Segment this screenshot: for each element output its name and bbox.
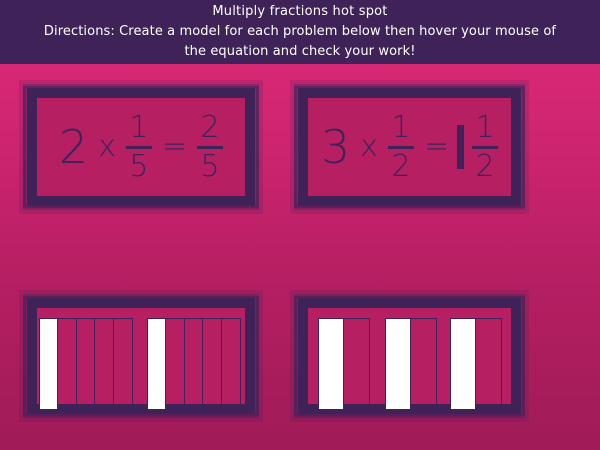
equation-1-numerator: 1 (129, 110, 149, 145)
equation-1-equals-sign: = (161, 129, 188, 164)
unshaded-part (344, 319, 369, 409)
unshaded-part (166, 319, 185, 409)
fraction-bar (125, 145, 152, 149)
unshaded-part (476, 319, 501, 409)
equation-1-times-sign: x (98, 129, 116, 164)
equation-2-denominator: 2 (391, 148, 411, 184)
model-card-2 (294, 296, 525, 416)
page-title: Multiply fractions hot spot (212, 4, 388, 19)
unshaded-part (95, 319, 114, 409)
unshaded-part (203, 319, 222, 409)
unshaded-part (77, 319, 96, 409)
model-card-1 (23, 296, 259, 416)
fraction-strip (39, 318, 133, 410)
fraction-bar (197, 145, 224, 149)
equation-2-times-sign: x (360, 129, 378, 164)
equation-2: 3 x 1 2 = 1 2 (308, 98, 511, 196)
fraction-strip (318, 318, 370, 410)
equation-2-numerator: 1 (391, 110, 411, 145)
shaded-part (40, 319, 59, 409)
equation-hotspot-2[interactable]: 3 x 1 2 = 1 2 (294, 86, 525, 208)
equation-1-whole: 2 (58, 120, 89, 174)
equation-2-equals-sign: = (423, 129, 450, 164)
equation-1-result-numerator: 2 (200, 110, 220, 145)
fraction-bar (472, 145, 499, 149)
equation-hotspot-1[interactable]: 2 x 1 5 = 2 5 (23, 86, 259, 208)
equation-1-denominator: 5 (129, 148, 149, 184)
fraction-bar (387, 145, 414, 149)
equation-1: 2 x 1 5 = 2 5 (37, 98, 245, 196)
equation-1-fraction: 1 5 (125, 110, 152, 184)
shaded-part (319, 319, 344, 409)
equation-2-whole: 3 (320, 120, 351, 174)
equation-2-result-numerator: 1 (475, 110, 495, 145)
equation-2-fraction: 1 2 (387, 110, 414, 184)
unshaded-part (58, 319, 77, 409)
unshaded-part (222, 319, 240, 409)
equation-1-result-fraction: 2 5 (197, 110, 224, 184)
directions-line-2: the equation and check your work! (184, 44, 416, 59)
header-banner: Multiply fractions hot spot Directions: … (0, 0, 600, 64)
shaded-part (148, 319, 167, 409)
fraction-strip (147, 318, 241, 410)
equation-2-result-whole (457, 125, 465, 169)
equation-2-result-fraction: 1 2 (472, 110, 499, 184)
shaded-part (386, 319, 411, 409)
equation-2-result-denominator: 2 (475, 148, 495, 184)
fraction-strip (450, 318, 502, 410)
unshaded-part (114, 319, 132, 409)
fraction-strip (385, 318, 437, 410)
directions-line-1: Directions: Create a model for each prob… (43, 24, 557, 39)
shaded-part (451, 319, 476, 409)
unshaded-part (185, 319, 204, 409)
equation-1-result-denominator: 5 (200, 148, 220, 184)
unshaded-part (411, 319, 436, 409)
